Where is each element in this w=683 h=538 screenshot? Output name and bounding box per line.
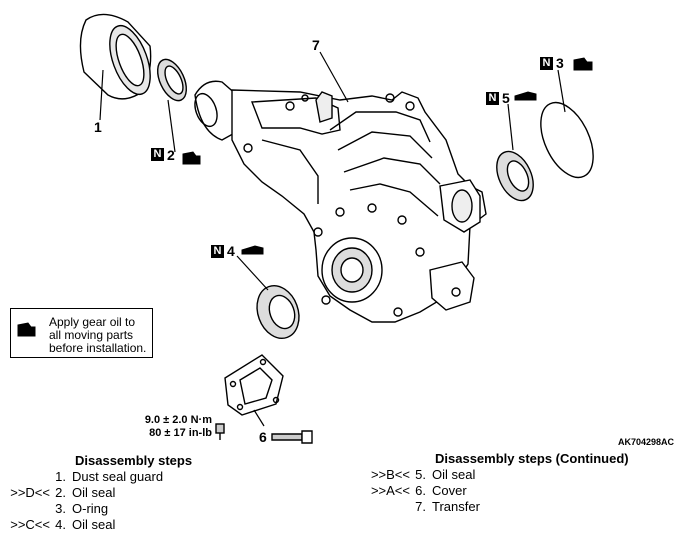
note-text: Apply gear oil to all moving parts befor… [49, 316, 146, 355]
step-num: 1. [55, 469, 66, 484]
step-num: 5. [415, 467, 426, 482]
gear-oil-note: Apply gear oil to all moving parts befor… [10, 308, 153, 358]
cover-bolt [271, 430, 313, 444]
callout-1: 1 [94, 119, 102, 135]
replace-mark: N [486, 92, 499, 105]
leader-lines [99, 51, 566, 427]
torque-spec-inlb: 80 ± 17 in-lb [149, 427, 212, 439]
note-line: Apply gear oil to [49, 315, 136, 329]
step-text: Oil seal [72, 517, 116, 532]
torque-spec-nm: 9.0 ± 2.0 N·m [144, 414, 212, 426]
callout-3: 3 [556, 55, 564, 71]
step-row: 3. O-ring [0, 501, 108, 516]
step-num: 7. [415, 499, 426, 514]
gear-oil-can-icon [573, 57, 593, 71]
step-row: >>D<< 2. Oil seal [0, 485, 115, 500]
torque-bolt [215, 423, 225, 440]
gear-oil-can-icon [17, 322, 36, 337]
callout-5: 5 [502, 90, 510, 106]
callout-2: 2 [167, 147, 175, 163]
step-text: Transfer [432, 499, 480, 514]
callout-7: 7 [312, 37, 320, 53]
cover-plate [224, 354, 284, 416]
step-ref: >>B<< [370, 467, 410, 482]
step-num: 6. [415, 483, 426, 498]
step-row: >>C<< 4. Oil seal [0, 517, 115, 532]
replace-mark: N [540, 57, 553, 70]
oil-seal-2 [156, 58, 188, 102]
step-row: >>B<< 5. Oil seal [360, 467, 475, 482]
callout-4: 4 [227, 243, 235, 259]
step-text: Dust seal guard [72, 469, 164, 484]
step-row: >>A<< 6. Cover [360, 483, 467, 498]
note-line: before installation. [49, 341, 147, 355]
step-ref: >>D<< [10, 485, 50, 500]
step-text: Oil seal [72, 485, 116, 500]
step-row: 7. Transfer [360, 499, 480, 514]
figure-id: AK704298AC [618, 437, 675, 447]
step-row: 1. Dust seal guard [0, 469, 163, 484]
step-num: 4. [55, 517, 66, 532]
steps-title-continued: Disassembly steps (Continued) [435, 451, 629, 466]
replace-mark: N [211, 245, 224, 258]
oil-seal-5 [496, 150, 534, 202]
grease-gun-icon [514, 91, 537, 101]
step-ref: >>C<< [10, 517, 50, 532]
grease-gun-icon [241, 245, 264, 255]
dust-seal-guard [79, 13, 152, 100]
callout-6: 6 [259, 429, 267, 445]
transfer-housing [194, 80, 487, 323]
replace-mark: N [151, 148, 164, 161]
step-text: O-ring [72, 501, 109, 516]
step-text: Oil seal [432, 467, 476, 482]
o-ring [540, 101, 594, 179]
step-text: Cover [432, 483, 467, 498]
steps-title: Disassembly steps [75, 453, 193, 468]
step-num: 2. [55, 485, 66, 500]
note-line: all moving parts [49, 328, 134, 342]
step-ref: >>A<< [370, 483, 410, 498]
step-num: 3. [55, 501, 66, 516]
gear-oil-can-icon [182, 151, 201, 165]
oil-seal-4 [256, 285, 300, 339]
